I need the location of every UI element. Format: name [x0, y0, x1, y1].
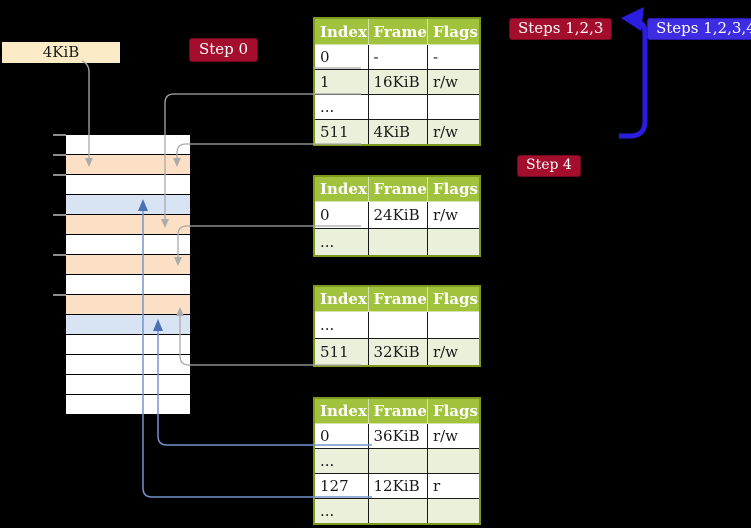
table-row: ... — [313, 228, 481, 257]
memory-frame-row — [66, 255, 190, 275]
memory-frame-row — [66, 355, 190, 375]
address-tick — [53, 254, 66, 256]
address-tick — [53, 174, 66, 176]
memory-frame-row — [66, 275, 190, 295]
page-table-level4: Index Frame Flags 0 - - 1 16KiB r/w ... … — [313, 17, 482, 146]
col-header-index: Index — [313, 17, 369, 45]
table-row: 511 32KiB r/w — [313, 338, 481, 367]
memory-frame-row — [66, 175, 190, 195]
address-tick — [53, 294, 66, 296]
table-row: 0 - - — [313, 44, 481, 70]
col-header-index: Index — [313, 397, 369, 424]
memory-frame-row — [66, 155, 190, 175]
badge-steps-1-2-3: Steps 1,2,3 — [509, 18, 613, 40]
table-row-highlighted: 511 4KiB r/w — [313, 119, 481, 146]
memory-frame-row — [66, 395, 190, 415]
table-row: 127 12KiB r — [313, 473, 481, 499]
col-header-flags: Flags — [426, 397, 481, 424]
memory-frame-row — [66, 335, 190, 355]
address-tick — [53, 134, 66, 136]
page-size-label: 4KiB — [2, 42, 120, 63]
memory-frame-row — [66, 195, 190, 215]
col-header-frame: Frame — [367, 175, 428, 202]
page-table-level2: Index Frame Flags ... 511 32KiB r/w — [313, 285, 482, 367]
address-tick — [53, 154, 66, 156]
col-header-flags: Flags — [426, 17, 481, 45]
col-header-frame: Frame — [367, 397, 428, 424]
page-table-level3: Index Frame Flags 0 24KiB r/w ... — [313, 175, 482, 257]
table-row: ... — [313, 498, 481, 525]
col-header-index: Index — [313, 175, 369, 202]
badge-step-4: Step 4 — [517, 155, 581, 177]
memory-frame-row — [66, 135, 190, 155]
badge-steps-1-2-3-4: Steps 1,2,3,4 — [647, 18, 751, 40]
col-header-frame: Frame — [367, 17, 428, 45]
table-header-row: Index Frame Flags — [313, 175, 481, 202]
memory-frame-row — [66, 315, 190, 335]
table-row: ... — [313, 94, 481, 120]
table-row: 1 16KiB r/w — [313, 69, 481, 95]
table-row: 0 24KiB r/w — [313, 201, 481, 229]
col-header-index: Index — [313, 285, 369, 312]
col-header-frame: Frame — [367, 285, 428, 312]
table-header-row: Index Frame Flags — [313, 17, 481, 45]
table-header-row: Index Frame Flags — [313, 397, 481, 424]
col-header-flags: Flags — [426, 175, 481, 202]
recursive-arrow-line — [619, 19, 648, 139]
arrow-t1-entry511-to-frame — [176, 143, 361, 158]
table-header-row: Index Frame Flags — [313, 285, 481, 312]
memory-frame-row — [66, 295, 190, 315]
physical-memory-stack — [66, 135, 190, 416]
memory-frame-row — [66, 215, 190, 235]
col-header-flags: Flags — [426, 285, 481, 312]
badge-step-0: Step 0 — [189, 38, 259, 62]
page-table-level1: Index Frame Flags 0 36KiB r/w ... 127 12… — [313, 397, 482, 525]
address-tick — [53, 214, 66, 216]
table-row: ... — [313, 448, 481, 474]
recursive-arrow — [619, 7, 648, 139]
arrowhead-up-left — [621, 7, 644, 31]
memory-frame-row — [66, 375, 190, 395]
table-row: ... — [313, 311, 481, 339]
table-row: 0 36KiB r/w — [313, 423, 481, 449]
memory-frame-row — [66, 235, 190, 255]
